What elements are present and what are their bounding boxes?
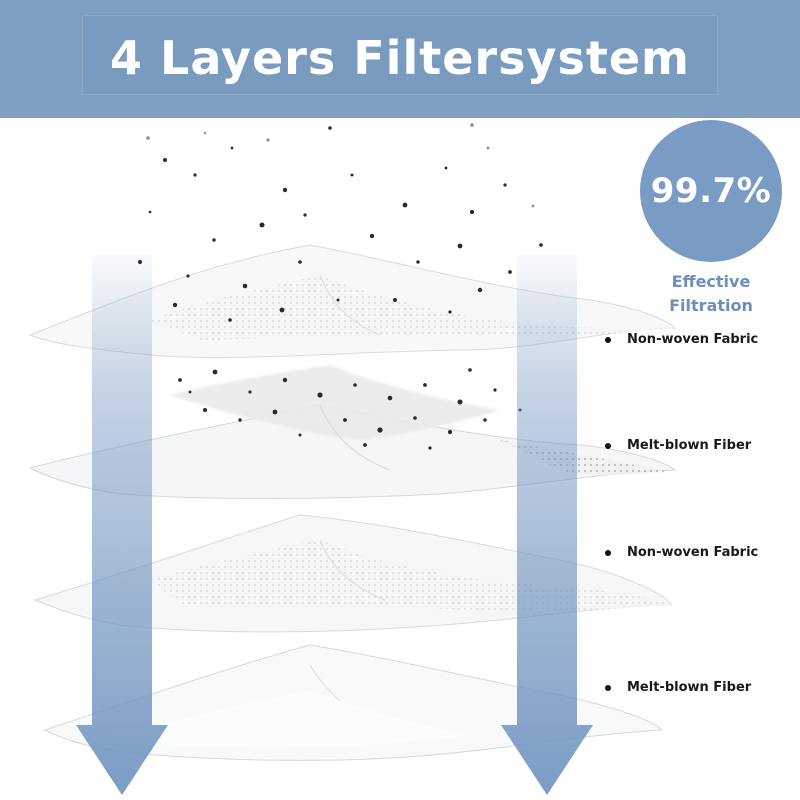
- particles-faint: [146, 123, 535, 208]
- title-strip: [82, 15, 718, 95]
- page-title: 4 Layers Filtersystem: [110, 31, 690, 85]
- layer-2-label: Melt-blown Fiber: [605, 438, 751, 453]
- airflow-arrow-right: [501, 255, 593, 795]
- bullet-icon: [605, 684, 611, 691]
- bullet-icon: [605, 442, 611, 449]
- bullet-icon: [605, 336, 611, 343]
- layer-1-sheet: [28, 244, 677, 358]
- particles: [137, 126, 543, 450]
- layer-1-label: Non-woven Fabric: [605, 332, 758, 347]
- layer-2-label-text: Melt-blown Fiber: [627, 438, 752, 453]
- filtration-badge: 99.7%: [640, 120, 782, 262]
- layer-1-label-text: Non-woven Fabric: [627, 332, 759, 347]
- title-banner: [0, 0, 800, 118]
- layer-3-label: Non-woven Fabric: [605, 545, 758, 560]
- airflow-arrow-left: [76, 255, 168, 795]
- layer-4-label: Melt-blown Fiber: [605, 680, 751, 695]
- filtration-caption-line2: Filtration: [669, 296, 753, 315]
- layer-3-label-text: Non-woven Fabric: [627, 545, 759, 560]
- filtration-caption: Effective Filtration: [640, 270, 782, 318]
- bullet-icon: [605, 549, 611, 556]
- filtration-percentage: 99.7%: [650, 171, 772, 211]
- filtration-caption-line1: Effective: [671, 272, 751, 291]
- layer-4-label-text: Melt-blown Fiber: [627, 680, 752, 695]
